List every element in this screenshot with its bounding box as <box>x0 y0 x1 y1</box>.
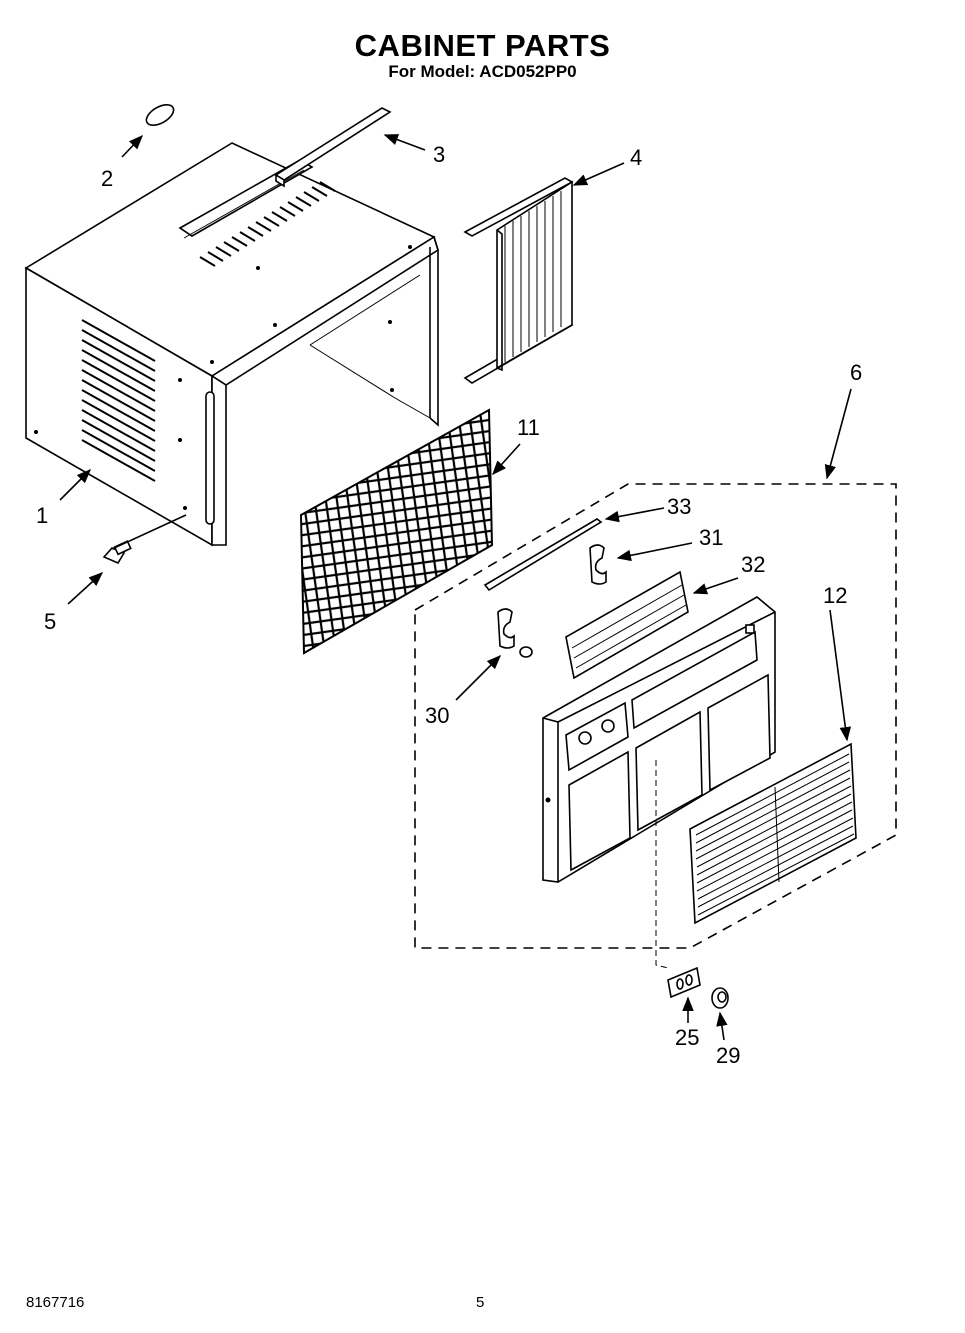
callout-29: 29 <box>716 1043 740 1068</box>
model-subtitle: For Model: ACD052PP0 <box>388 62 577 81</box>
callout-32: 32 <box>741 552 765 577</box>
hole-plug <box>145 103 175 127</box>
front-panel <box>542 596 776 883</box>
callout-30: 30 <box>425 703 449 728</box>
knob <box>711 987 729 1009</box>
callout-5: 5 <box>44 609 56 634</box>
strip <box>483 518 603 592</box>
callout-2: 2 <box>101 166 113 191</box>
callout-11: 11 <box>517 415 540 440</box>
cabinet-wrapper <box>24 142 439 547</box>
callout-1: 1 <box>36 503 48 528</box>
page-number: 5 <box>476 1294 485 1311</box>
front-grille <box>689 742 857 925</box>
page-title: CABINET PARTS <box>354 28 611 63</box>
callout-31: 31 <box>699 525 723 550</box>
top-rail <box>274 107 392 188</box>
callout-6: 6 <box>850 360 862 385</box>
leader-arrows <box>59 134 852 1041</box>
callout-25: 25 <box>675 1025 699 1050</box>
front-panel-group-boundary <box>414 483 897 949</box>
mesh-filter <box>299 408 494 655</box>
bracket-right <box>589 544 607 585</box>
document-number: 8167716 <box>26 1294 85 1311</box>
callout-12: 12 <box>823 583 847 608</box>
callout-33: 33 <box>667 494 691 519</box>
callout-4: 4 <box>630 145 642 170</box>
side-curtain <box>463 177 574 384</box>
control-plate <box>667 966 701 999</box>
bracket-left <box>497 608 515 649</box>
screw <box>102 540 132 565</box>
callout-3: 3 <box>433 142 445 167</box>
louver <box>565 570 689 680</box>
